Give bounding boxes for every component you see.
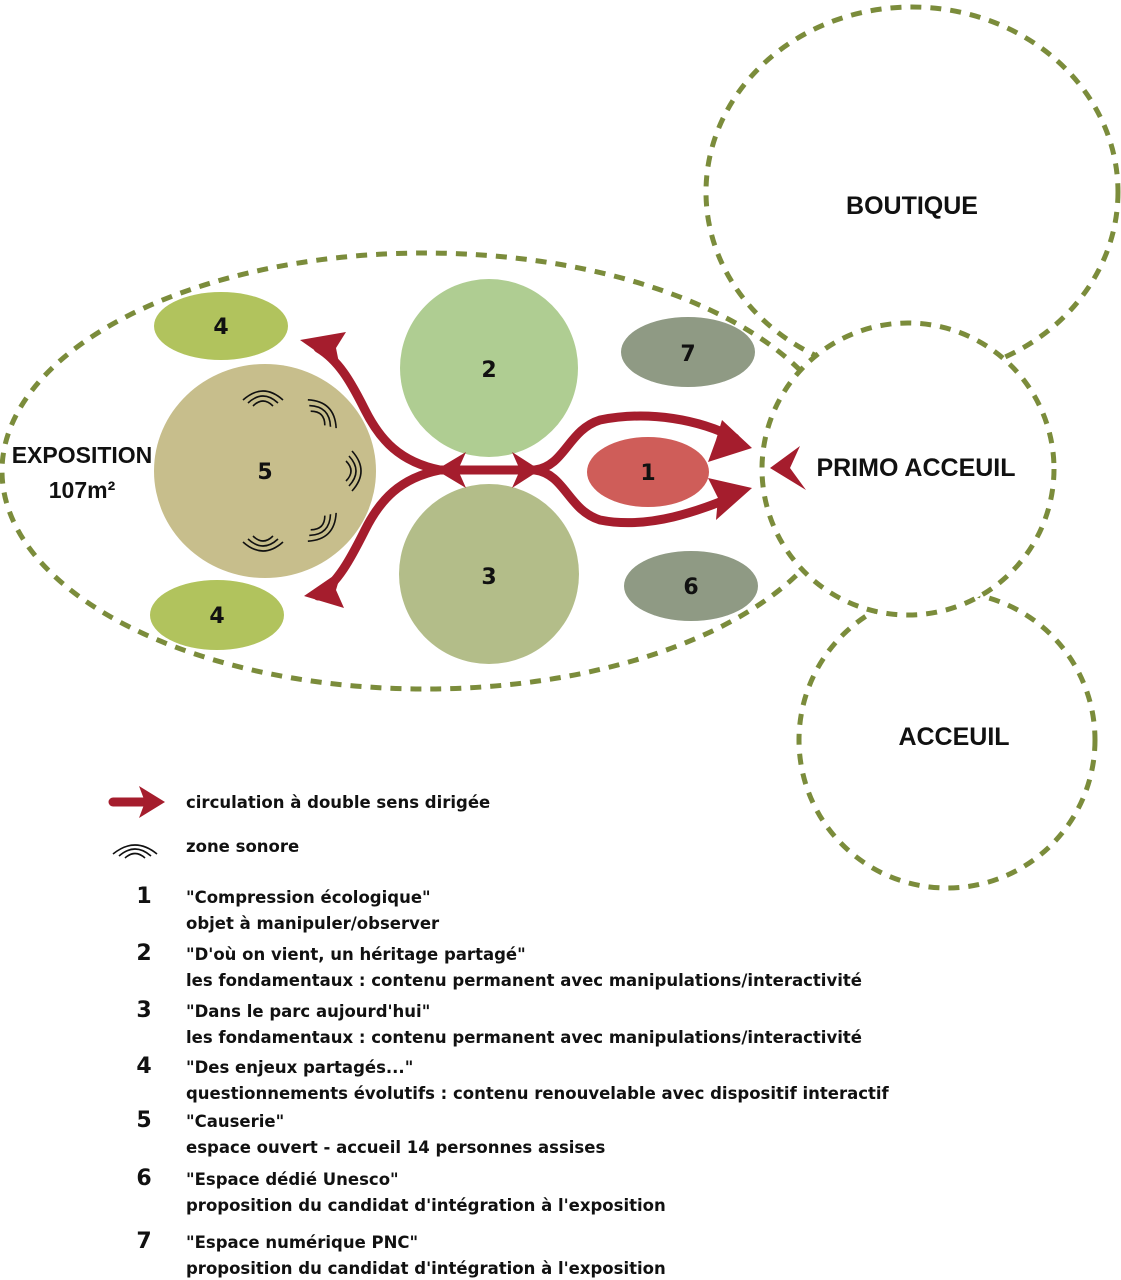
entry-description: espace ouvert - accueil 14 personnes ass…	[186, 1138, 606, 1157]
sound-waves-icon	[242, 390, 284, 407]
sound-waves-icon	[307, 512, 337, 542]
space-6	[624, 551, 758, 621]
entry-number: 4	[136, 1054, 152, 1079]
entry-title: "Dans le parc aujourd'hui"	[186, 1002, 431, 1021]
entry-number: 6	[136, 1166, 152, 1191]
sound-waves-icon	[112, 844, 158, 859]
floor-plan-diagram: BOUTIQUE PRIMO ACCEUIL ACCEUIL EXPOSITIO…	[0, 4, 1121, 891]
entry-number: 1	[136, 884, 152, 909]
arrowhead-upper-left	[300, 332, 346, 368]
entry-number: 7	[136, 1229, 152, 1254]
primo-acceuil-fill	[762, 323, 1054, 615]
entry-number: 5	[136, 1108, 152, 1133]
acceuil-zone	[796, 589, 1098, 891]
entry-title: "Compression écologique"	[186, 888, 431, 907]
entry-description: proposition du candidat d'intégration à …	[186, 1196, 666, 1215]
space-2-number: 2	[481, 358, 496, 383]
legend-circulation-label: circulation à double sens dirigée	[186, 792, 491, 812]
entry-description: les fondamentaux : contenu permanent ave…	[186, 971, 862, 990]
sound-waves-icon	[307, 399, 337, 429]
entry-title: "Des enjeux partagés..."	[186, 1058, 414, 1077]
arrowhead-lower-right	[708, 478, 752, 520]
arrowhead-center-right	[512, 452, 540, 488]
entry-title: "Espace numérique PNC"	[186, 1233, 419, 1252]
entry-title: "Espace dédié Unesco"	[186, 1170, 399, 1189]
space-4-top-number: 4	[213, 315, 228, 340]
circulation-arrows	[300, 332, 806, 608]
space-7	[621, 317, 755, 387]
sound-zone-icons	[242, 390, 362, 552]
arrowhead-center-left	[436, 452, 466, 488]
sound-waves-icon	[242, 535, 284, 552]
entry-description: questionnements évolutifs : contenu reno…	[186, 1084, 889, 1103]
arrowhead-upper-right	[708, 420, 752, 462]
red-double-arrow-icon	[108, 786, 165, 818]
primo-acceuil-zone	[759, 320, 1057, 618]
space-1	[587, 437, 709, 507]
legend-circulation: circulation à double sens dirigée	[105, 782, 490, 822]
exposition-label: EXPOSITION	[12, 442, 153, 468]
acceuil-label: ACCEUIL	[898, 723, 1009, 751]
primo-acceuil-label: PRIMO ACCEUIL	[816, 454, 1015, 482]
entry-description: objet à manipuler/observer	[186, 914, 440, 933]
sound-waves-icon	[345, 450, 362, 492]
space-4-top	[154, 292, 288, 360]
arrowhead-entry	[770, 446, 806, 490]
space-1-number: 1	[640, 461, 655, 486]
entry-description: les fondamentaux : contenu permanent ave…	[186, 1028, 862, 1047]
entry-number: 3	[136, 998, 152, 1023]
boutique-label: BOUTIQUE	[846, 192, 978, 220]
space-4-bottom	[150, 580, 284, 650]
entry-title: "Causerie"	[186, 1112, 285, 1131]
space-5	[154, 364, 376, 578]
legend-sound-zone: zone sonore	[105, 826, 299, 866]
entry-number: 2	[136, 941, 152, 966]
space-6-number: 6	[683, 575, 698, 600]
space-5-number: 5	[257, 460, 272, 485]
legend-sound-zone-label: zone sonore	[186, 836, 300, 856]
circulation-branch-upper-right	[530, 411, 740, 475]
circulation-branch-lower-right	[530, 465, 740, 528]
space-4-bottom-number: 4	[209, 604, 224, 629]
space-3	[399, 484, 579, 664]
space-2	[400, 279, 578, 457]
space-3-number: 3	[481, 565, 496, 590]
space-7-number: 7	[680, 342, 695, 367]
entry-title: "D'où on vient, un héritage partagé"	[186, 945, 526, 964]
exposition-area-label: 107m²	[49, 477, 116, 503]
arrowhead-lower-left	[304, 570, 344, 608]
entry-description: proposition du candidat d'intégration à …	[186, 1259, 666, 1278]
